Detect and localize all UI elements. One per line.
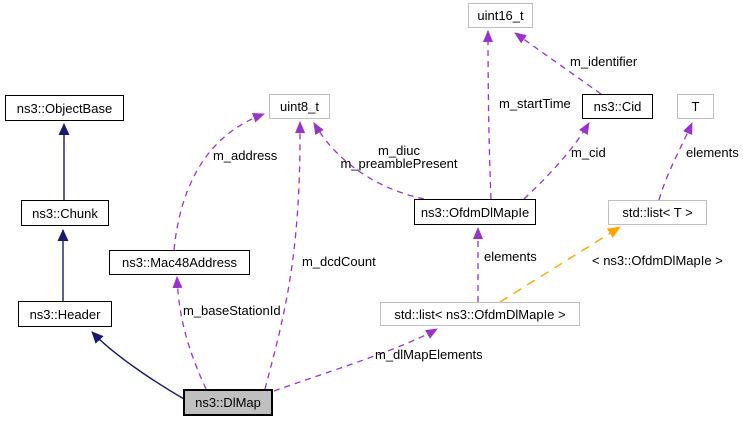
edge-label-m-address: m_address (213, 148, 278, 163)
edge-label-m-cid: m_cid (571, 145, 606, 160)
node-ns3-chunk[interactable]: ns3::Chunk (21, 200, 109, 226)
edge-label-m-dlmapelements: m_dlMapElements (375, 347, 483, 362)
edge-usage-m-dcdcount (264, 121, 306, 390)
node-uint8-t: uint8_t (269, 94, 330, 119)
edge-usage-m-cid (523, 122, 590, 200)
node-std-list-t: std::list< T > (608, 200, 707, 225)
edge-usage-m-address (173, 113, 265, 251)
edge-usage-m-basestationid (172, 276, 207, 390)
edge-label-elements-list: elements (484, 249, 537, 264)
edge-label-m-dcdcount: m_dcdCount (302, 254, 376, 269)
edge-label-elements-t: elements (686, 145, 739, 160)
edge-label-m-diuc-line: m_diuc (378, 143, 420, 158)
edge-label-m-diuc-m-preamblepresent: m_diuc m_preamblePresent (338, 144, 460, 170)
edge-label-m-preamblepresent-line: m_preamblePresent (340, 156, 458, 171)
node-ns3-ofdmdlmapie[interactable]: ns3::OfdmDlMapIe (414, 199, 536, 225)
edge-label-m-identifier: m_identifier (570, 54, 638, 69)
edge-usage-m-starttime (483, 30, 494, 200)
node-std-list-ns3-ofdmdlmapie: std::list< ns3::OfdmDlMapIe > (380, 302, 580, 326)
node-t: T (677, 94, 714, 119)
node-ns3-objectbase[interactable]: ns3::ObjectBase (5, 95, 124, 121)
edge-usage-m-dlmapelements (273, 328, 438, 392)
node-ns3-dlmap[interactable]: ns3::DlMap (183, 389, 273, 416)
edge-label-m-starttime: m_startTime (499, 96, 571, 111)
edge-usage-m-diuc-m-preamblepresent (313, 122, 425, 200)
node-ns3-mac48address[interactable]: ns3::Mac48Address (109, 250, 250, 275)
node-ns3-header[interactable]: ns3::Header (18, 301, 112, 327)
edge-label-template-args: < ns3::OfdmDlMapIe > (592, 253, 723, 268)
node-uint16-t: uint16_t (468, 3, 533, 28)
edge-inheritance-dlmap-to-header (91, 331, 185, 400)
edge-template-list-ofdmdlmapie-to-list-t (499, 226, 621, 303)
edge-usage-elements-t (658, 122, 693, 201)
edge-label-m-basestationid: m_baseStationId (183, 303, 281, 318)
node-ns3-cid[interactable]: ns3::Cid (582, 94, 653, 119)
